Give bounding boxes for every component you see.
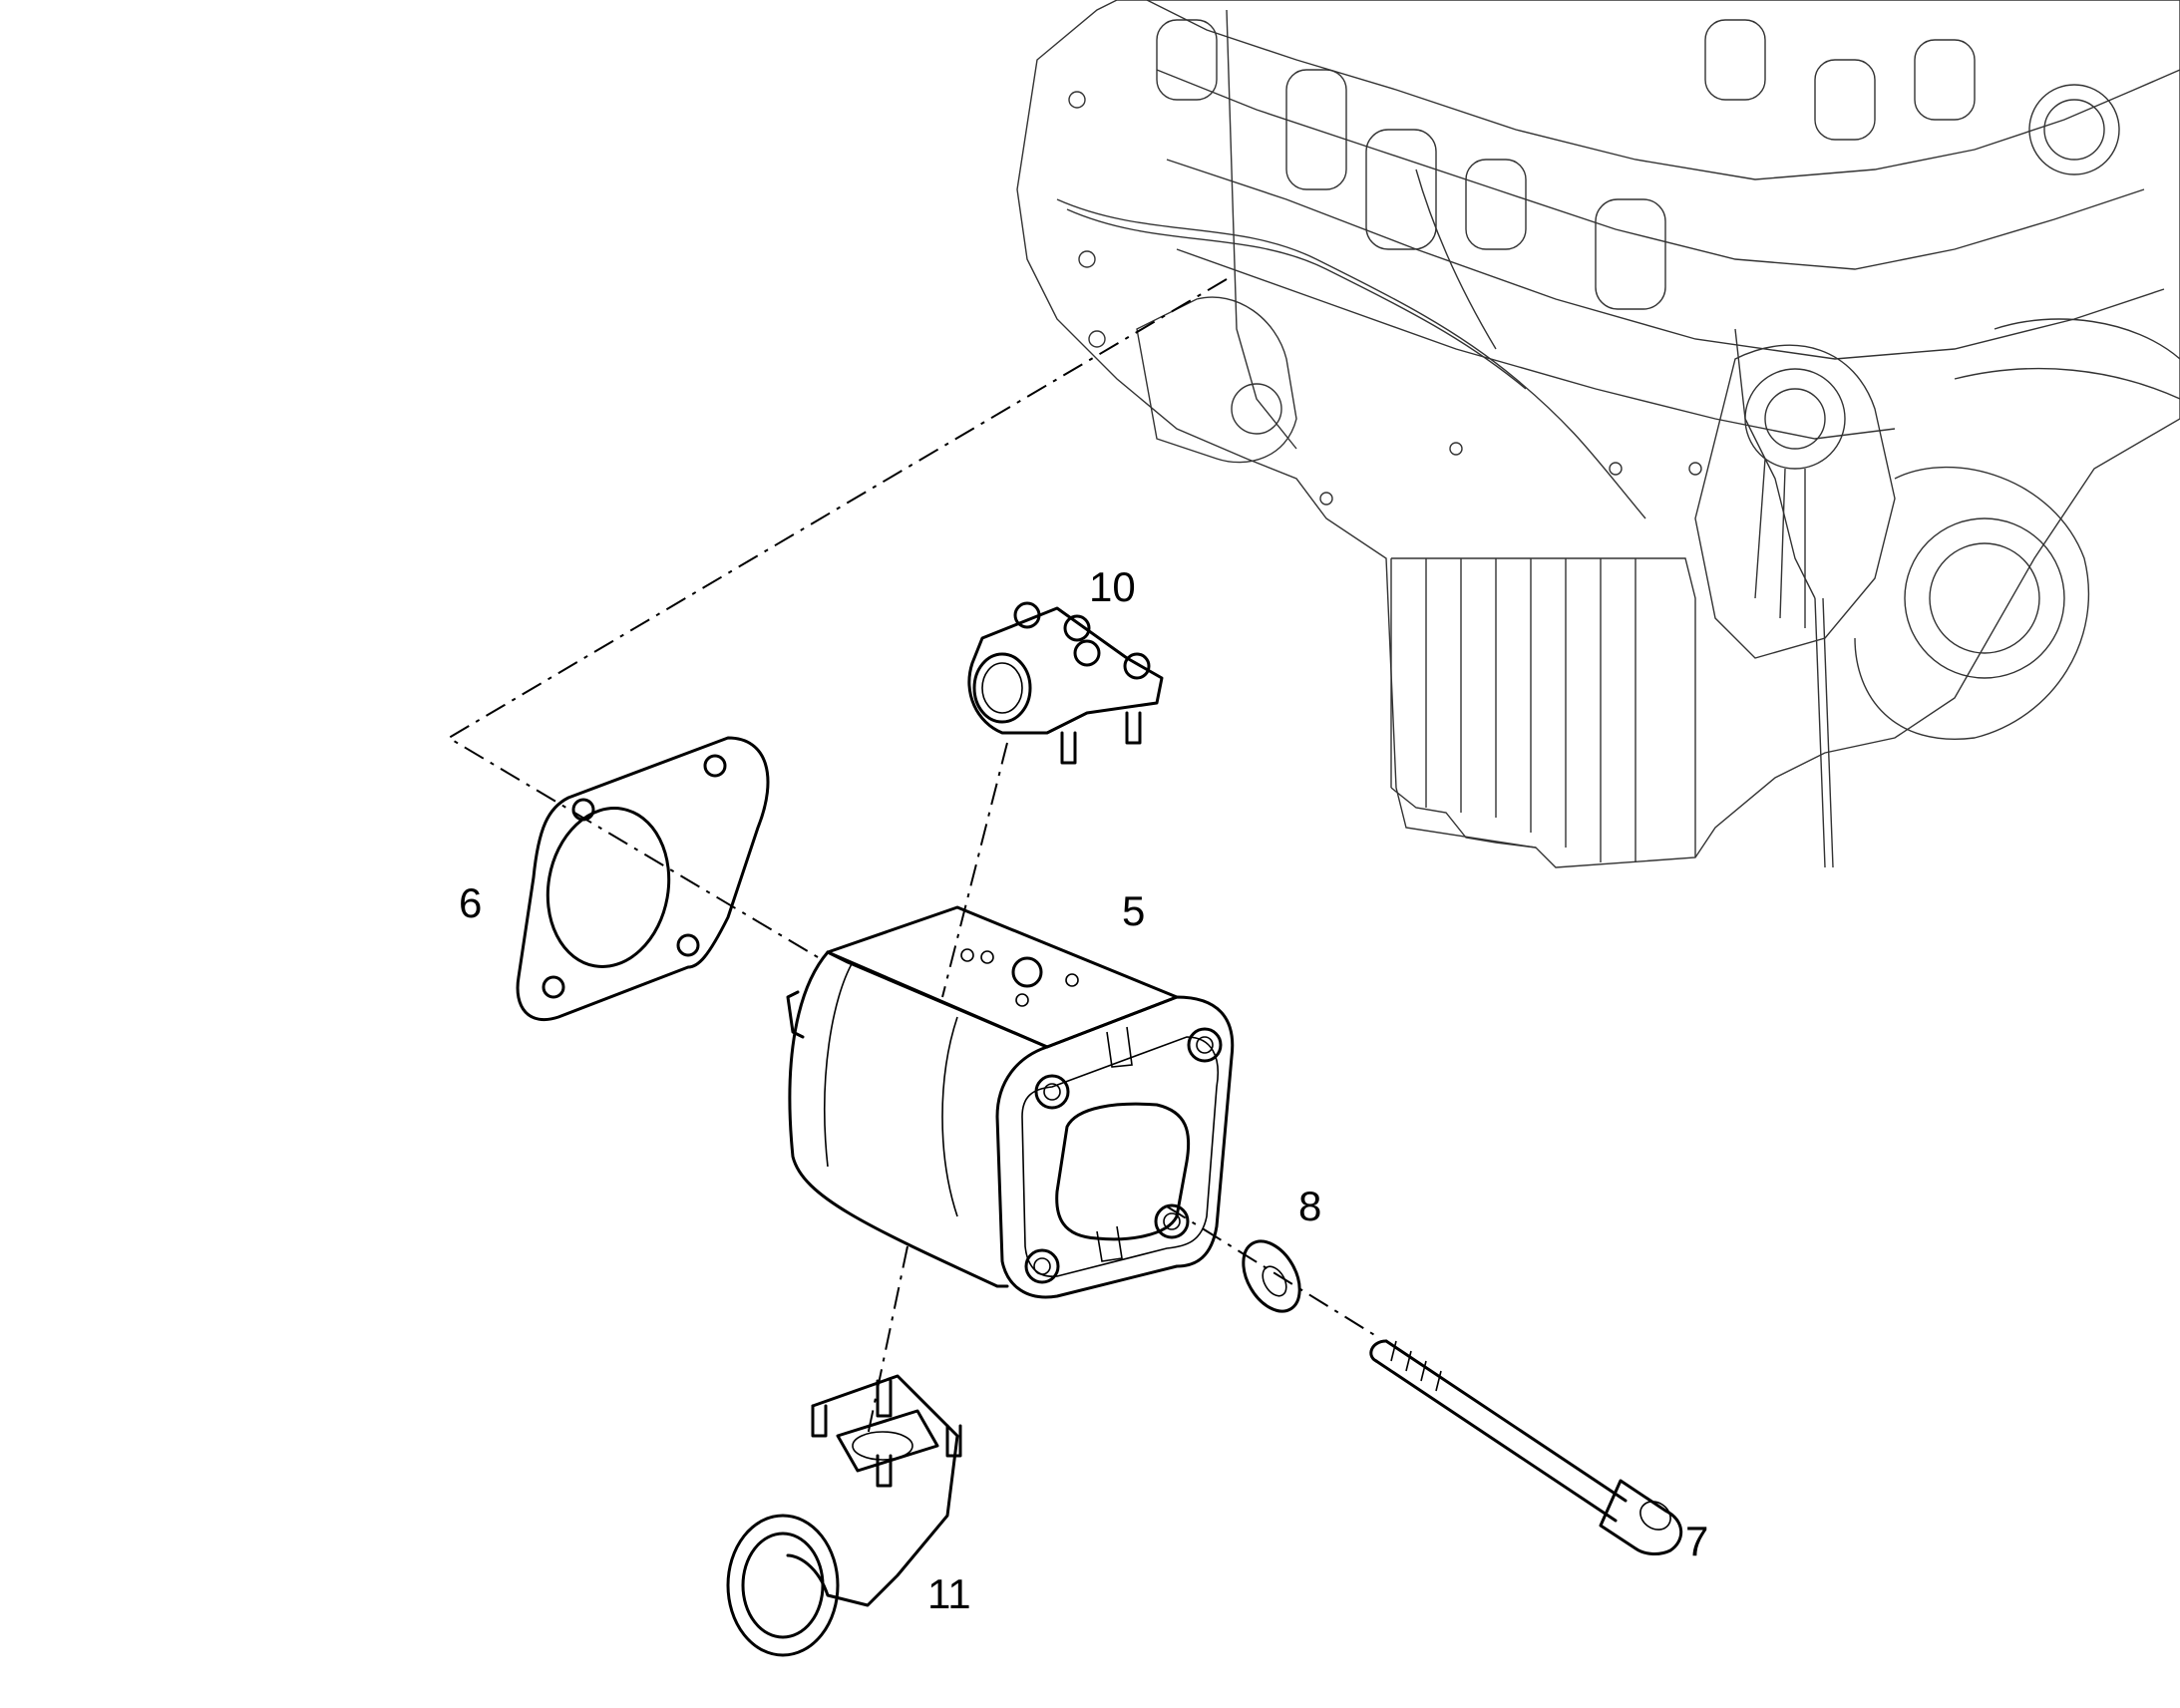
callout-8: 8 bbox=[1298, 1183, 1322, 1229]
elbow-fitting-part-11 bbox=[726, 1374, 962, 1657]
callout-5: 5 bbox=[1122, 887, 1146, 934]
callout-6: 6 bbox=[459, 879, 483, 926]
assembly-lines bbox=[447, 278, 1377, 1437]
gasket-part-6 bbox=[516, 736, 770, 1022]
callout-7: 7 bbox=[1685, 1518, 1709, 1564]
flange-fitting-part-10 bbox=[967, 601, 1164, 765]
washer-part-8 bbox=[1242, 1239, 1301, 1313]
engine-assembly bbox=[1016, 0, 2180, 868]
bolt-part-7 bbox=[1369, 1339, 1683, 1555]
callout-11: 11 bbox=[927, 1570, 971, 1617]
pump-body-part-5 bbox=[786, 905, 1235, 1299]
callout-10: 10 bbox=[1089, 563, 1136, 610]
